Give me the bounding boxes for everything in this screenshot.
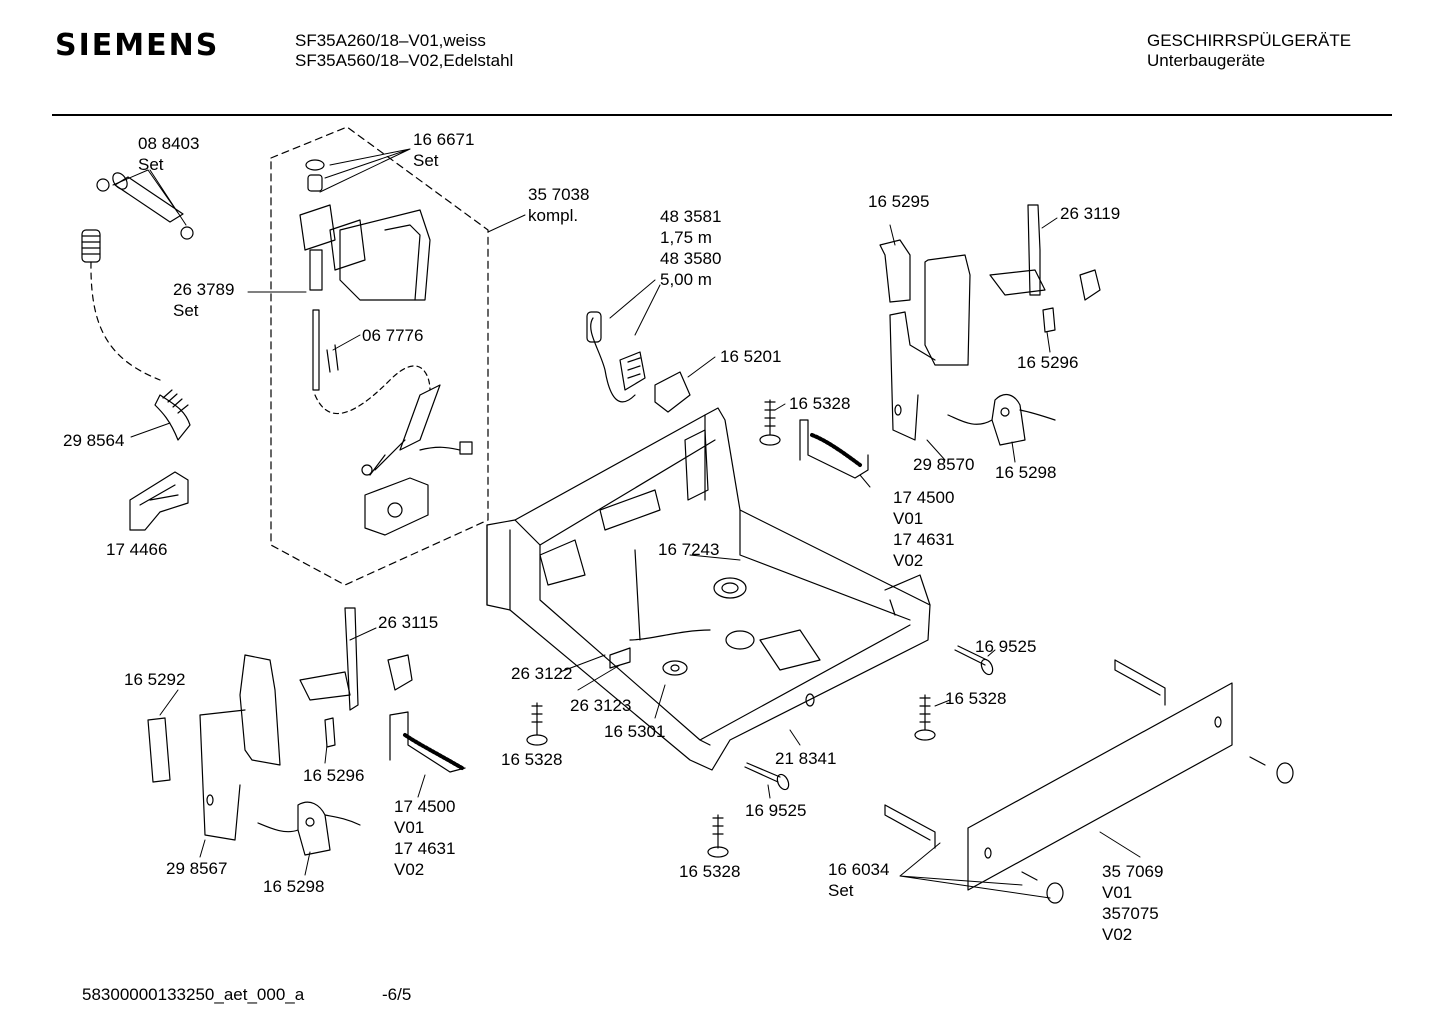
cable-part: [586, 311, 691, 413]
model-info: SF35A260/18–V01,weiss SF35A560/18–V02,Ed…: [295, 31, 513, 71]
bracket-part: [129, 471, 189, 531]
document-id: 58300000133250_aet_000_a: [82, 985, 305, 1004]
right-bracket-part: [879, 204, 1101, 446]
screw-part: [744, 645, 1294, 904]
part-label-263115: 26 3115: [378, 613, 439, 632]
part-label-174466: 17 4466: [106, 540, 168, 559]
left-bracket-part: [147, 607, 413, 856]
category-line-2: Unterbaugeräte: [1147, 51, 1266, 70]
part-label-165296-bottom: 16 5296: [303, 766, 365, 785]
category-line-1: GESCHIRRSPÜLGERÄTE: [1147, 31, 1352, 50]
part-label-298567: 29 8567: [166, 859, 228, 878]
assembly-outline: [270, 126, 489, 586]
part-label-263122: 26 3122: [511, 664, 573, 683]
plinth-panel: [884, 659, 1233, 891]
part-label-263119: 26 3119: [1060, 204, 1121, 223]
part-label-167243: 16 7243: [658, 540, 720, 559]
part-label-263123: 26 3123: [570, 696, 632, 715]
part-label-165328-c: 16 5328: [501, 750, 563, 769]
header-divider: [52, 114, 1392, 116]
leader-lines: [112, 148, 1141, 899]
hose-part: [81, 172, 194, 441]
part-label-298570: 29 8570: [913, 455, 975, 474]
part-label-165296-top: 16 5296: [1017, 353, 1079, 372]
model-line-1: SF35A260/18–V01,weiss: [295, 31, 486, 50]
part-label-169525-bottom: 16 9525: [745, 801, 807, 820]
part-label-169525-top: 16 9525: [975, 637, 1037, 656]
part-label-165298-bottom: 16 5298: [263, 877, 325, 896]
part-label-218341: 21 8341: [775, 749, 837, 768]
foot-screw-part: [526, 399, 936, 858]
part-label-165298-top: 16 5298: [995, 463, 1057, 482]
part-label-165328-b: 16 5328: [945, 689, 1007, 708]
part-label-165292: 16 5292: [124, 670, 186, 689]
part-label-165328-d: 16 5328: [679, 862, 741, 881]
category-info: GESCHIRRSPÜLGERÄTE Unterbaugeräte: [1147, 31, 1351, 71]
part-label-067776: 06 7776: [362, 326, 424, 345]
part-label-165328-a: 16 5328: [789, 394, 851, 413]
valve-part: [299, 159, 473, 536]
part-label-165295: 16 5295: [868, 192, 930, 211]
part-label-165301: 16 5301: [604, 722, 666, 741]
siemens-logo: SIEMENS: [55, 28, 220, 63]
base-tub: [486, 407, 931, 771]
page-number: -6/5: [382, 985, 412, 1004]
part-label-298564: 29 8564: [63, 431, 125, 450]
spring-part: [389, 419, 869, 773]
part-label-165201: 16 5201: [720, 347, 782, 366]
model-line-2: SF35A560/18–V02,Edelstahl: [295, 51, 514, 70]
